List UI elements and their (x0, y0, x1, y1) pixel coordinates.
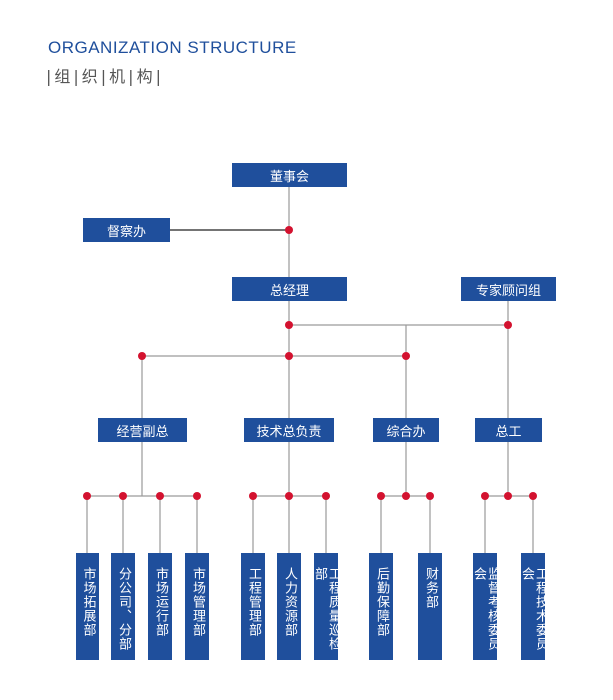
junction-dot (156, 492, 164, 500)
board-box: 董事会 (232, 163, 347, 187)
deputy-box-technical: 技术总负责 (244, 418, 334, 442)
dept-quality-inspection: 工程质量巡检部 (312, 553, 341, 660)
junction-dots (83, 226, 537, 500)
dept-branches: 分公司、分部 (111, 553, 135, 660)
junction-dot (193, 492, 201, 500)
junction-dot (481, 492, 489, 500)
dept-market-expansion: 市场拓展部 (76, 553, 99, 660)
junction-dot (83, 492, 91, 500)
junction-dot (285, 352, 293, 360)
page-title-en: ORGANIZATION STRUCTURE (48, 38, 297, 57)
junction-dot (285, 321, 293, 329)
dept-engineering-management: 工程管理部 (241, 553, 265, 660)
deputy-box-chief-engineer: 总工 (475, 418, 542, 442)
junction-dot (402, 492, 410, 500)
deputy-box-general-office: 综合办 (373, 418, 439, 442)
dept-logistics: 后勤保障部 (369, 553, 393, 660)
junction-dot (249, 492, 257, 500)
junction-dot (377, 492, 385, 500)
junction-dot (504, 321, 512, 329)
junction-dot (138, 352, 146, 360)
junction-dot (285, 492, 293, 500)
deputy-box-business: 经营副总 (98, 418, 187, 442)
junction-dot (426, 492, 434, 500)
dept-supervision-committee: 监督考核委员会 (471, 553, 500, 660)
supervision-box: 督察办 (83, 218, 170, 242)
dept-technical-committee: 工程技术委员会 (519, 553, 548, 660)
junction-dot (119, 492, 127, 500)
junction-dot (529, 492, 537, 500)
dept-market-management: 市场管理部 (185, 553, 209, 660)
junction-dot (322, 492, 330, 500)
junction-dot (504, 492, 512, 500)
junction-dot (402, 352, 410, 360)
gm-box: 总经理 (232, 277, 347, 301)
dept-market-operations: 市场运行部 (148, 553, 172, 660)
dept-finance: 财务部 (418, 553, 442, 660)
junction-dot (285, 226, 293, 234)
dept-human-resources: 人力资源部 (277, 553, 301, 660)
page-title-cn: |组|织|机|构| (46, 67, 164, 86)
advisory-box: 专家顾问组 (461, 277, 556, 301)
